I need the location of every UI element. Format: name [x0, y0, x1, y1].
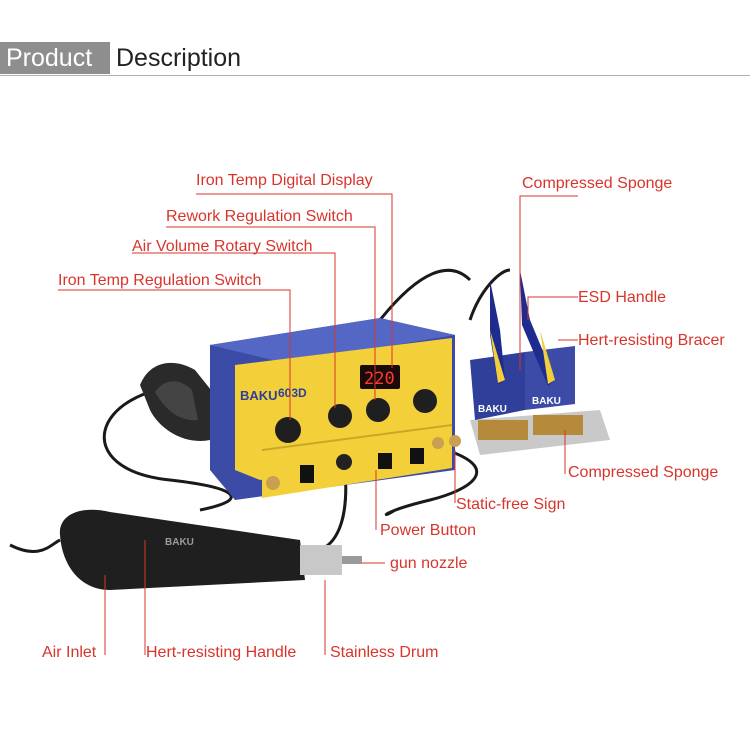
connector-left	[266, 476, 280, 490]
label-stainless-drum: Stainless Drum	[330, 644, 439, 661]
iron-temp-knob-2[interactable]	[413, 389, 437, 413]
label-hert-handle: Hert-resisting Handle	[146, 644, 297, 661]
label-compressed-sponge-bottom: Compressed Sponge	[568, 464, 719, 481]
stainless-drum	[300, 545, 342, 575]
front-controls	[266, 435, 461, 490]
header-title: Description	[116, 44, 242, 72]
label-gun-nozzle: gun nozzle	[390, 555, 468, 572]
model-text: 603D	[278, 386, 307, 400]
section-header: Product Description	[0, 42, 750, 76]
hot-air-gun	[59, 509, 362, 590]
label-air-volume: Air Volume Rotary Switch	[132, 238, 313, 255]
connector-right-1	[432, 437, 444, 449]
gun-nozzle	[342, 556, 362, 564]
label-static-free: Static-free Sign	[456, 496, 566, 513]
iron-temp-knob[interactable]	[275, 417, 301, 443]
air-volume-knob[interactable]	[328, 404, 352, 428]
holder-brand-1: BAKU	[478, 404, 507, 415]
brand-text: BAKU	[240, 388, 278, 403]
switch-3[interactable]	[410, 448, 424, 464]
gun-brand: BAKU	[165, 537, 194, 548]
connector-right-2	[449, 435, 461, 447]
power-button[interactable]	[336, 454, 352, 470]
rework-knob[interactable]	[366, 398, 390, 422]
label-hert-bracer: Hert-resisting Bracer	[578, 332, 725, 349]
label-esd-handle: ESD Handle	[578, 289, 667, 306]
header-divider	[0, 75, 750, 76]
soldering-irons	[490, 270, 555, 386]
label-compressed-sponge-top: Compressed Sponge	[522, 175, 673, 192]
holder-brand-2: BAKU	[532, 396, 561, 407]
switch-2[interactable]	[378, 453, 392, 469]
label-air-inlet: Air Inlet	[42, 644, 97, 661]
gun-holder	[140, 362, 215, 441]
label-iron-temp-display: Iron Temp Digital Display	[196, 172, 373, 189]
knobs[interactable]	[275, 389, 437, 443]
header-tag: Product	[0, 42, 110, 74]
switch-1[interactable]	[300, 465, 314, 483]
label-rework-regulation: Rework Regulation Switch	[166, 208, 353, 225]
display-value: 220	[364, 369, 395, 389]
label-iron-temp-regulation: Iron Temp Regulation Switch	[58, 272, 262, 289]
label-power-button: Power Button	[380, 522, 477, 539]
digital-display	[360, 365, 400, 389]
callout-lines	[58, 193, 578, 655]
